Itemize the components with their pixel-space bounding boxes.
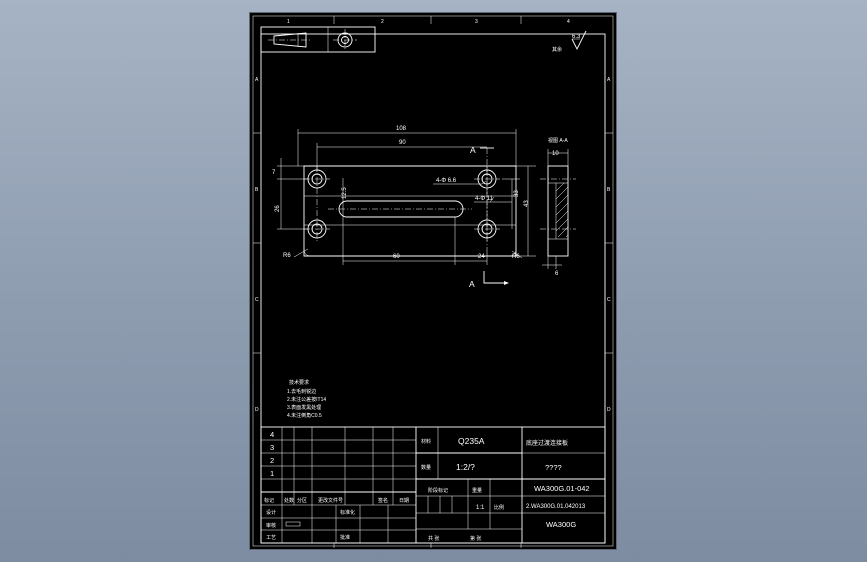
dim-slot-length: 60 xyxy=(393,254,400,260)
zone-1: 1 xyxy=(287,19,290,25)
cad-drawing-canvas: 1 2 3 4 A B C D A B C D xyxy=(252,15,614,548)
rev-row-2: 2 xyxy=(270,456,274,465)
plate-main-view: A xyxy=(303,145,517,257)
svg-text:D: D xyxy=(255,407,259,413)
note-line-2: 2.未注公差按IT14 xyxy=(287,396,326,403)
side-view-title: 视图 A-A xyxy=(548,137,568,144)
dim-inner-height: 33 xyxy=(514,190,520,197)
outer-frame xyxy=(252,15,614,547)
rev-row-3: 3 xyxy=(270,443,274,452)
svg-text:B: B xyxy=(607,187,611,193)
surface-finish-symbol: 其余 6.3 xyxy=(552,30,587,53)
note-line-4: 4.未注倒角C0.5 xyxy=(287,412,322,419)
dim-top-offset: 7 xyxy=(272,170,276,176)
signature-box xyxy=(285,521,301,527)
dim-slot-width: 12.5 xyxy=(342,187,348,199)
section-label-top: A xyxy=(470,145,476,155)
dim-holes-small: 4-Φ 6.6 xyxy=(436,178,457,184)
scale-value: 1:1 xyxy=(476,505,485,511)
zone-markers-sides: A B C D A B C D xyxy=(253,77,613,413)
plate-outline xyxy=(303,165,517,257)
zone-markers-top: 1 2 3 4 xyxy=(287,16,570,25)
section-hatch xyxy=(555,182,569,238)
side-dim-top: 10 xyxy=(552,151,559,157)
role-standard: 标准化 xyxy=(340,509,355,516)
dimensions: 108 90 7 26 12.5 33 43 60 24 xyxy=(272,126,536,265)
material-value: Q235A xyxy=(458,436,485,446)
role-review: 审核 xyxy=(266,522,276,529)
drawing-number: WA300G.01-042 xyxy=(534,484,590,493)
rev-row-1: 1 xyxy=(270,469,274,478)
rev-row-4: 4 xyxy=(270,430,274,439)
stage-label: 阶段标记 xyxy=(428,487,448,494)
header-change-doc: 更改文件号 xyxy=(318,497,343,504)
dim-hole-spacing: 90 xyxy=(399,140,406,146)
roughness-check-icon xyxy=(571,30,587,51)
header-count: 处数 xyxy=(284,497,294,504)
zone-3: 3 xyxy=(475,19,478,25)
surface-finish-value: 6.3 xyxy=(572,34,581,40)
part-code: ???? xyxy=(545,463,562,472)
svg-text:A: A xyxy=(255,77,259,83)
dim-slot-offset: 24 xyxy=(478,254,485,260)
zone-2: 2 xyxy=(381,19,384,25)
drawing-sheet: 1 2 3 4 A B C D A B C D xyxy=(250,13,616,549)
svg-text:D: D xyxy=(607,407,611,413)
header-mark: 标记 xyxy=(264,497,274,504)
dim-overall-length: 108 xyxy=(396,126,407,132)
dim-holes-large: 4-Φ 11 xyxy=(475,196,494,202)
ratio-label: 比例 xyxy=(494,504,504,511)
mounting-holes xyxy=(304,166,500,242)
svg-text:B: B xyxy=(255,187,259,193)
center-slot xyxy=(338,200,464,218)
zone-4: 4 xyxy=(567,19,570,25)
header-date: 日期 xyxy=(399,498,409,504)
svg-text:A: A xyxy=(607,77,611,83)
part-name: 底座过渡连接板 xyxy=(526,439,568,447)
role-design: 设计 xyxy=(266,509,276,516)
zone-markers-bottom xyxy=(333,543,522,548)
material-label: 材料 xyxy=(421,438,431,445)
header-sign: 签名 xyxy=(378,497,388,504)
dim-overall-height: 43 xyxy=(524,200,530,207)
svg-text:C: C xyxy=(255,297,259,303)
notes-title: 技术要求 xyxy=(289,379,309,386)
quantity-value: 1:2/? xyxy=(456,462,475,472)
note-line-3: 3.表面发黑处理 xyxy=(287,404,321,411)
projection-symbol xyxy=(260,26,376,53)
cone-icon xyxy=(273,32,307,48)
role-approve: 批准 xyxy=(340,534,350,541)
quantity-label: 数量 xyxy=(421,464,431,471)
title-block: 4 3 2 1 标记 处数 分区 更改文件号 签名 日期 设计 审核 工艺 标准… xyxy=(260,426,606,544)
sheet-total: 共 张 xyxy=(428,535,439,542)
technical-notes: 技术要求 1.去毛刺锐边 2.未注公差按IT14 3.表面发黑处理 4.未注倒角… xyxy=(287,379,326,419)
header-zone: 分区 xyxy=(297,497,307,504)
surface-finish-label: 其余 xyxy=(552,46,562,53)
side-view: 视图 A-A 10 6 xyxy=(540,137,576,277)
svg-text:C: C xyxy=(607,297,611,303)
project-code: WA300G xyxy=(546,520,576,529)
weight-label: 重量 xyxy=(472,487,482,494)
sheet-number: 第 张 xyxy=(470,535,481,542)
view-arrow-label: A xyxy=(469,279,475,289)
dim-hole-vertical: 26 xyxy=(275,205,281,212)
dim-radius-left: R6 xyxy=(283,253,291,259)
view-arrow-a: A xyxy=(469,271,509,289)
role-process: 工艺 xyxy=(266,535,276,541)
dim-radius-right: R6 xyxy=(512,254,520,260)
side-dim-bottom: 6 xyxy=(555,271,559,277)
file-number: 2.WA300G.01.042013 xyxy=(526,504,586,510)
note-line-1: 1.去毛刺锐边 xyxy=(287,388,316,395)
